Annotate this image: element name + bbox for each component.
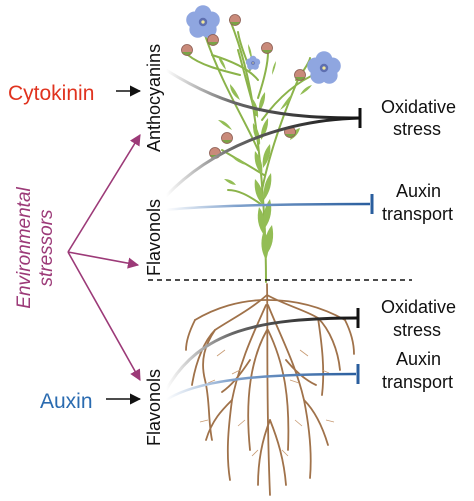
oxidative-stress-2-line1: Oxidative bbox=[381, 297, 456, 317]
auxin-transport-1-line2: transport bbox=[382, 204, 453, 224]
auxin-transport-1-line1: Auxin bbox=[396, 181, 441, 201]
env-arrow-flavonols-shoot bbox=[67, 251, 140, 269]
flavonols-shoot-label: Flavonols bbox=[144, 199, 164, 276]
flavonols-shoot-oxidative-curve bbox=[164, 116, 361, 198]
cytokinin-label: Cytokinin bbox=[8, 82, 94, 105]
oxidative-stress-2-line2: stress bbox=[393, 320, 441, 340]
auxin-label: Auxin bbox=[40, 390, 93, 413]
root-system-icon bbox=[185, 283, 355, 496]
env-arrow-anthocyanins bbox=[67, 134, 141, 253]
flavonols-root-label: Flavonols bbox=[144, 369, 164, 446]
auxin-transport-2-line2: transport bbox=[382, 372, 453, 392]
anthocyanins-label: Anthocyanins bbox=[144, 44, 164, 152]
oxidative-stress-1-line1: Oxidative bbox=[381, 97, 456, 117]
oxidative-stress-1-line2: stress bbox=[393, 119, 441, 139]
anthocyanins-inhibition-curve bbox=[165, 68, 361, 120]
root-hairs bbox=[199, 349, 335, 457]
env-label-line2: stressors bbox=[36, 209, 57, 287]
env-arrow-flavonols-root bbox=[67, 251, 141, 381]
environmental-stressors-label: Environmental stressors bbox=[14, 186, 57, 308]
flavonols-root-auxin-curve bbox=[165, 372, 357, 402]
flavonols-shoot-auxin-curve bbox=[165, 202, 371, 212]
env-label-line1: Environmental bbox=[14, 186, 35, 308]
auxin-transport-2-line1: Auxin bbox=[396, 349, 441, 369]
flavonols-root-oxidative-curve bbox=[164, 316, 359, 391]
